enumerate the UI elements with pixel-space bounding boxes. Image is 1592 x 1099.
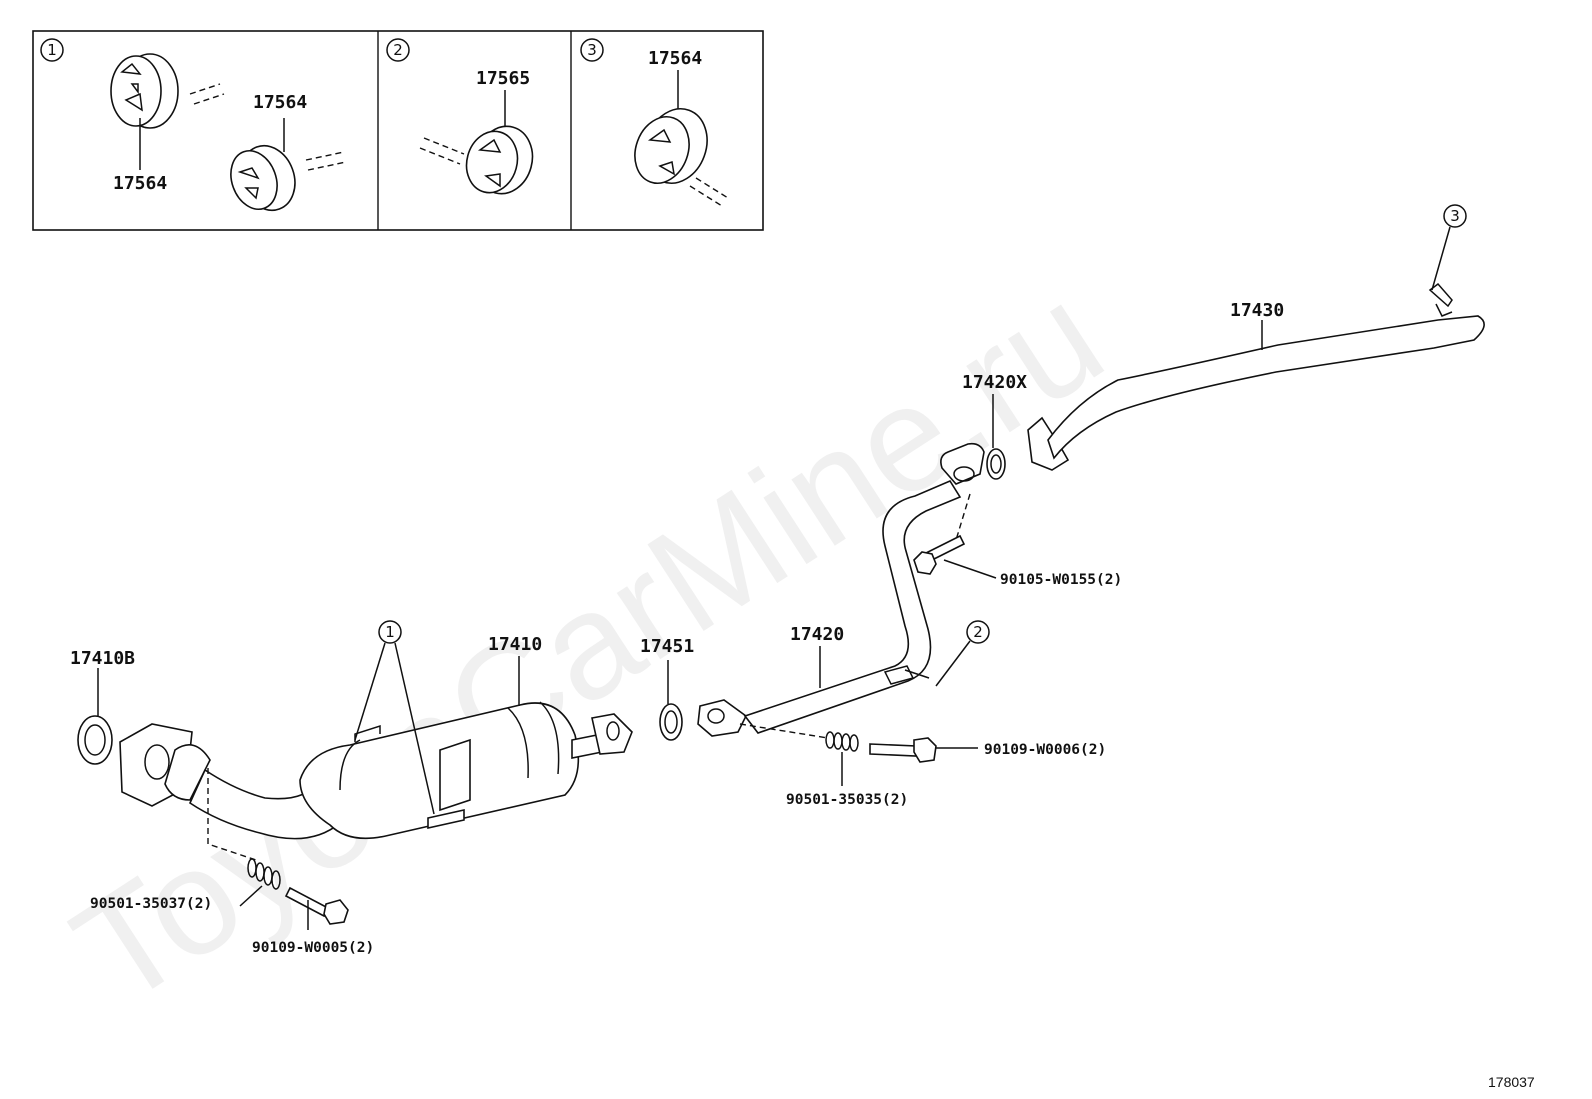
callout-17420: 17420	[790, 624, 844, 645]
callout-90105-W0155: 90105-W0155(2)	[1000, 572, 1122, 588]
bolt-90109-W0005	[284, 886, 349, 925]
hanger-marker: 2	[973, 623, 983, 641]
front-pipe-converter-17410	[119, 701, 633, 840]
gasket-17451	[659, 703, 683, 741]
part-label: 17565	[476, 68, 530, 89]
part-label: 17564	[648, 48, 702, 69]
inset-panel-3: 3 17564	[580, 38, 729, 207]
panel-marker: 3	[587, 41, 597, 59]
callout-17430: 17430	[1230, 300, 1284, 321]
tail-pipe-17430	[1027, 282, 1485, 471]
part-label: 17564	[113, 173, 167, 194]
hanger-rubber-icon	[634, 108, 708, 184]
panel-marker: 2	[393, 41, 403, 59]
callout-90501-35037: 90501-35037(2)	[90, 896, 212, 912]
hanger-marker: 3	[1450, 207, 1460, 225]
hanger-rubber-icon	[465, 125, 534, 195]
part-label: 17564	[253, 92, 307, 113]
bolt-90109-W0006	[869, 737, 937, 763]
callout-17410: 17410	[488, 634, 542, 655]
panel-marker: 1	[47, 41, 57, 59]
hanger-marker: 1	[385, 623, 395, 641]
spring-90501-35035	[825, 731, 859, 752]
diagram-code: 178037	[1488, 1074, 1535, 1090]
inset-panel-1: 1 17564 17564	[40, 38, 347, 212]
inset-panel-2: 2 17565	[386, 38, 534, 195]
bolt-90105-W0155	[913, 534, 966, 575]
callout-17420X: 17420X	[962, 372, 1027, 393]
callout-90501-35035: 90501-35035(2)	[786, 792, 908, 808]
callout-17410B: 17410B	[70, 648, 135, 669]
center-pipe-17420	[697, 442, 985, 737]
callout-90109-W0006: 90109-W0006(2)	[984, 742, 1106, 758]
callout-17451: 17451	[640, 636, 694, 657]
hanger-rubber-icon	[110, 53, 179, 129]
hanger-rubber-icon	[230, 144, 296, 212]
gasket-17420X	[986, 448, 1006, 480]
callout-90109-W0005: 90109-W0005(2)	[252, 940, 374, 956]
gasket-17410B	[77, 715, 113, 765]
spring-90501-35037	[247, 858, 281, 890]
hanger-inset: 1 17564 17564 2	[32, 30, 764, 231]
